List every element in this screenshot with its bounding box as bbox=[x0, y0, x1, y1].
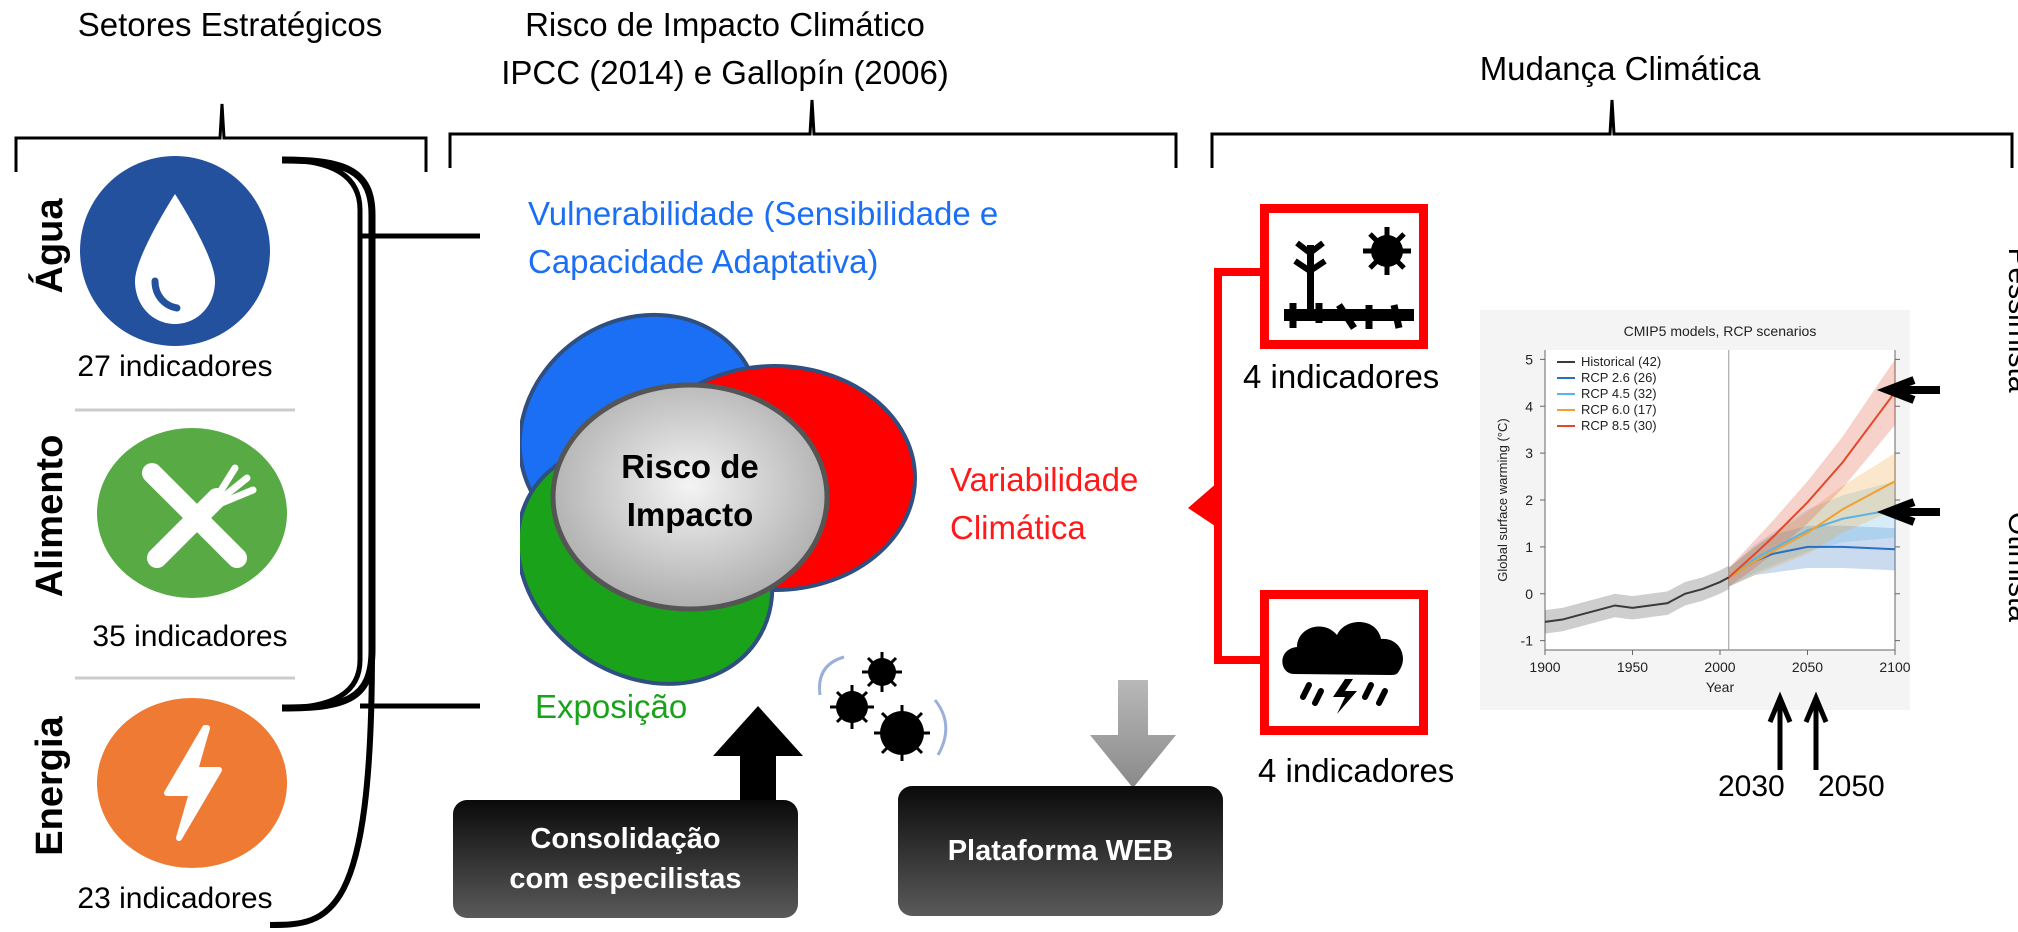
storm-cloud-icon bbox=[1282, 621, 1403, 714]
chart-x-tick-label: 1950 bbox=[1617, 659, 1648, 675]
sectors-group-brace-right bbox=[281, 156, 376, 712]
sector-label-alimento: Alimento bbox=[29, 434, 71, 598]
chart-y-tick-label: 3 bbox=[1525, 445, 1533, 461]
chart-legend-label: RCP 8.5 (30) bbox=[1581, 418, 1657, 433]
consolidation-box: Consolidação com especilistas bbox=[453, 800, 798, 918]
chart-y-tick-label: -1 bbox=[1521, 633, 1534, 649]
lightning-icon bbox=[164, 725, 222, 841]
chart-legend-label: RCP 2.6 (26) bbox=[1581, 370, 1657, 385]
sector-circle-energia bbox=[97, 698, 287, 868]
fork-knife-icon bbox=[142, 463, 257, 568]
chart-y-tick-label: 4 bbox=[1525, 398, 1533, 414]
sector-count-alimento: 35 indicadores bbox=[92, 620, 288, 653]
risk-center-line1: Risco de bbox=[621, 448, 759, 485]
chart-uncertainty-band bbox=[1728, 525, 1895, 587]
chart-plot-area bbox=[1545, 350, 1895, 650]
risk-center-line2: Impacto bbox=[626, 496, 754, 533]
risk-brace bbox=[448, 99, 1178, 168]
year-2050-label: 2050 bbox=[1818, 770, 1885, 803]
chart-uncertainty-band bbox=[1545, 565, 1729, 634]
optimist-arrow-icon bbox=[1876, 498, 1940, 526]
sector-label-energia: Energia bbox=[29, 716, 71, 856]
chart-x-label: Year bbox=[1706, 679, 1735, 695]
chart-y-label: Global surface warming (°C) bbox=[1495, 418, 1510, 581]
vulnerability-label-line1: Vulnerabilidade (Sensibilidade e bbox=[528, 195, 999, 232]
climate-bracket bbox=[1188, 268, 1260, 664]
risk-header-line2: IPCC (2014) e Gallopín (2006) bbox=[501, 54, 949, 91]
consolidation-line2: com especilistas bbox=[509, 863, 742, 895]
chart-y-tick-label: 1 bbox=[1525, 539, 1533, 555]
drought-icon bbox=[1284, 227, 1414, 330]
risk-center-ellipse bbox=[550, 382, 830, 612]
climate-brace bbox=[1210, 99, 2014, 168]
chart-uncertainty-band bbox=[1728, 359, 1895, 587]
storm-indicator-count: 4 indicadores bbox=[1258, 752, 1455, 789]
platform-label: Plataforma WEB bbox=[947, 835, 1174, 867]
chart-series-line bbox=[1728, 480, 1896, 579]
consolidation-line1: Consolidação bbox=[530, 823, 721, 855]
scenario-arrows bbox=[1767, 376, 1940, 770]
sectors-brace bbox=[14, 103, 428, 172]
sector-count-agua: 27 indicadores bbox=[77, 350, 273, 383]
chart-x-tick-label: 2100 bbox=[1879, 659, 1910, 675]
chart-uncertainty-band bbox=[1728, 481, 1895, 587]
chart-title: CMIP5 models, RCP scenarios bbox=[1624, 323, 1817, 339]
chart-y-tick-label: 5 bbox=[1525, 351, 1533, 367]
chart-x-tick-label: 2050 bbox=[1792, 659, 1823, 675]
pessimist-arrow-icon bbox=[1876, 376, 1940, 404]
variability-label-line2: Climática bbox=[950, 509, 1086, 546]
chart-x-tick-label: 2000 bbox=[1704, 659, 1735, 675]
warming-chart: CMIP5 models, RCP scenarios 1900 1950 2000 2… bbox=[1480, 310, 1910, 710]
chart-legend-label: Historical (42) bbox=[1581, 354, 1661, 369]
chart-series-line bbox=[1728, 391, 1896, 579]
risk-venn-diagram bbox=[520, 312, 917, 686]
exposure-label: Exposição bbox=[535, 688, 688, 725]
drought-indicator-count: 4 indicadores bbox=[1243, 358, 1440, 395]
chart-legend-label: RCP 4.5 (32) bbox=[1581, 386, 1657, 401]
chart-y-tick-label: 2 bbox=[1525, 492, 1533, 508]
drought-indicator-box bbox=[1260, 204, 1428, 349]
variability-label-line1: Variabilidade bbox=[950, 461, 1139, 498]
arrow-2050-icon bbox=[1803, 691, 1829, 770]
sector-label-agua: Água bbox=[29, 198, 71, 294]
year-2030-label: 2030 bbox=[1718, 770, 1785, 803]
brace-bottom-curve bbox=[269, 649, 375, 928]
water-drop-icon bbox=[135, 194, 215, 324]
climate-header: Mudança Climática bbox=[1479, 50, 1761, 87]
down-arrow-icon bbox=[1090, 680, 1176, 788]
chart-x-tick-label: 1900 bbox=[1529, 659, 1560, 675]
arrow-2030-icon bbox=[1767, 691, 1793, 770]
chart-y-tick-label: 0 bbox=[1525, 586, 1533, 602]
chart-series-line bbox=[1728, 508, 1896, 579]
chart-series-line bbox=[1544, 576, 1730, 623]
sector-count-energia: 23 indicadores bbox=[77, 882, 273, 915]
risk-header-line1: Risco de Impacto Climático bbox=[525, 6, 925, 43]
storm-indicator-box bbox=[1260, 590, 1428, 735]
sector-circle-agua bbox=[80, 156, 270, 346]
chart-legend-label: RCP 6.0 (17) bbox=[1581, 402, 1657, 417]
vulnerability-label-line2: Capacidade Adaptativa) bbox=[528, 243, 879, 280]
web-platform-box: Plataforma WEB bbox=[898, 786, 1223, 916]
sectors-header: Setores Estratégicos bbox=[77, 6, 383, 43]
up-arrow-icon bbox=[713, 706, 803, 816]
virus-icon bbox=[818, 652, 948, 761]
sector-circle-alimento bbox=[97, 428, 287, 598]
